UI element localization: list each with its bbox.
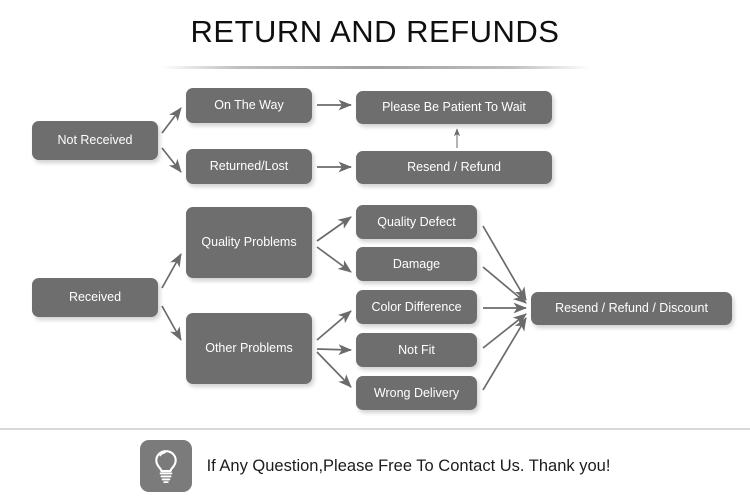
- node-returned-lost[interactable]: Returned/Lost: [186, 149, 312, 184]
- node-wrong-delivery[interactable]: Wrong Delivery: [356, 376, 477, 410]
- edge-other-problems-to-color-difference: [316, 310, 352, 341]
- edge-not-received-to-on-the-way: [161, 107, 182, 134]
- footer-message: If Any Question,Please Free To Contact U…: [206, 456, 611, 475]
- node-color-difference[interactable]: Color Difference: [356, 290, 477, 324]
- edge-received-to-other-problems: [161, 305, 182, 341]
- edge-not-received-to-returned-lost: [161, 147, 182, 173]
- edge-not-fit-to-final: [482, 313, 527, 349]
- node-on-the-way[interactable]: On The Way: [186, 88, 312, 123]
- edge-damage-to-final: [482, 266, 527, 304]
- node-damage[interactable]: Damage: [356, 247, 477, 281]
- footer-bar: If Any Question,Please Free To Contact U…: [0, 432, 750, 500]
- node-please-be-patient-to-wait[interactable]: Please Be Patient To Wait: [356, 91, 552, 124]
- edge-wrong-delivery-to-final: [482, 317, 527, 391]
- node-not-fit[interactable]: Not Fit: [356, 333, 477, 367]
- node-quality-defect[interactable]: Quality Defect: [356, 205, 477, 239]
- edge-quality-problems-to-damage: [316, 246, 352, 273]
- node-received[interactable]: Received: [32, 278, 158, 317]
- page-title: RETURN AND REFUNDS: [190, 14, 560, 49]
- node-quality-problems[interactable]: Quality Problems: [186, 207, 312, 278]
- edge-other-problems-to-not-fit: [316, 344, 353, 356]
- node-resend-refund-discount[interactable]: Resend / Refund / Discount: [531, 292, 732, 325]
- node-resend-refund[interactable]: Resend / Refund: [356, 151, 552, 184]
- lightbulb-icon: [139, 440, 192, 492]
- node-other-problems[interactable]: Other Problems: [186, 313, 312, 384]
- edge-other-problems-to-wrong-delivery: [316, 351, 352, 388]
- edge-received-to-quality-problems: [161, 253, 182, 289]
- node-not-received[interactable]: Not Received: [32, 121, 158, 160]
- edge-quality-problems-to-quality-defect: [316, 216, 352, 242]
- footer-divider: [0, 428, 750, 430]
- title-divider: [160, 66, 590, 69]
- edge-quality-defect-to-final: [482, 225, 527, 301]
